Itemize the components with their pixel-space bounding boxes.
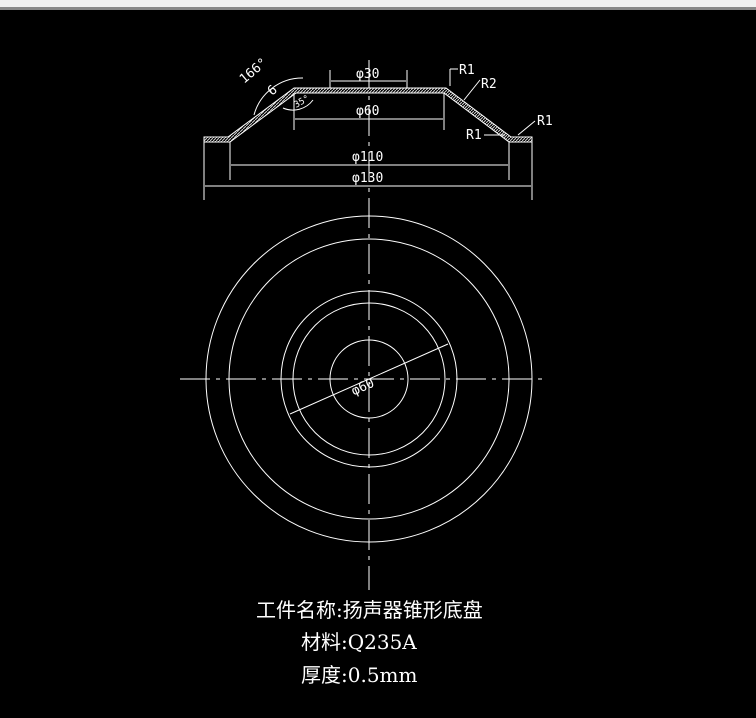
dim-d30: φ30: [356, 67, 379, 82]
dim-6: 6: [265, 83, 281, 100]
radius-r2: R2: [481, 77, 497, 92]
material: 材料:Q235A: [301, 630, 417, 654]
part-name: 工件名称:扬声器锥形底盘: [256, 598, 483, 622]
radius-r1-top: R1: [459, 63, 475, 78]
toolbar-border: [0, 7, 756, 10]
second-circle: [228, 238, 510, 520]
dim-d60: φ60: [356, 104, 379, 119]
angle-166: 166°: [237, 55, 271, 87]
plan-view: [205, 215, 533, 543]
outer-circle: [205, 215, 533, 543]
fourth-circle: [292, 302, 446, 456]
radius-r1-inner: R1: [466, 128, 482, 143]
third-circle: [280, 290, 458, 468]
dim-d130: φ130: [352, 171, 383, 186]
dim-d110: φ110: [352, 150, 383, 165]
radius-r1-right: R1: [537, 114, 553, 129]
thickness: 厚度:0.5mm: [301, 663, 418, 687]
inner-circle: [329, 339, 409, 419]
dimension-lines: [205, 68, 536, 187]
plan-dimension-line: [289, 343, 449, 415]
extension-lines: [203, 70, 533, 200]
